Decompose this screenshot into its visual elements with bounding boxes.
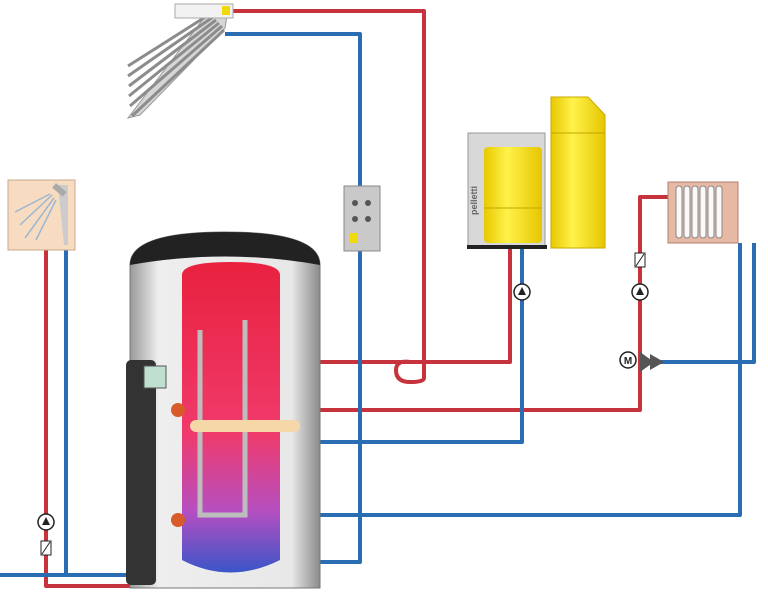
mixing-bypass-pipe bbox=[652, 243, 756, 364]
storage-tank bbox=[126, 231, 321, 589]
solar-return-pipe bbox=[225, 32, 362, 564]
shower bbox=[7, 179, 76, 251]
boiler-brand-label: pelletti bbox=[469, 186, 479, 215]
heating-return-pipe bbox=[320, 243, 742, 517]
mixing-valve-motor-label: M bbox=[624, 356, 632, 367]
hot-water-pipe bbox=[44, 250, 165, 588]
radiator bbox=[667, 181, 739, 244]
mixing-valve: M bbox=[619, 351, 664, 372]
heating-check-valve bbox=[634, 252, 646, 268]
boiler-return-pipe bbox=[320, 246, 524, 444]
heating-flow-pipe bbox=[320, 195, 668, 412]
heating-pump bbox=[631, 283, 649, 301]
hot-water-circulation-pump bbox=[37, 513, 55, 531]
boiler-flow-pipe bbox=[330, 246, 512, 364]
solar-controller bbox=[343, 185, 381, 252]
hot-water-check-valve bbox=[40, 540, 52, 556]
boiler-pump bbox=[513, 283, 531, 301]
solar-collector bbox=[126, 3, 234, 119]
pellet-boiler: pelletti bbox=[467, 96, 606, 249]
